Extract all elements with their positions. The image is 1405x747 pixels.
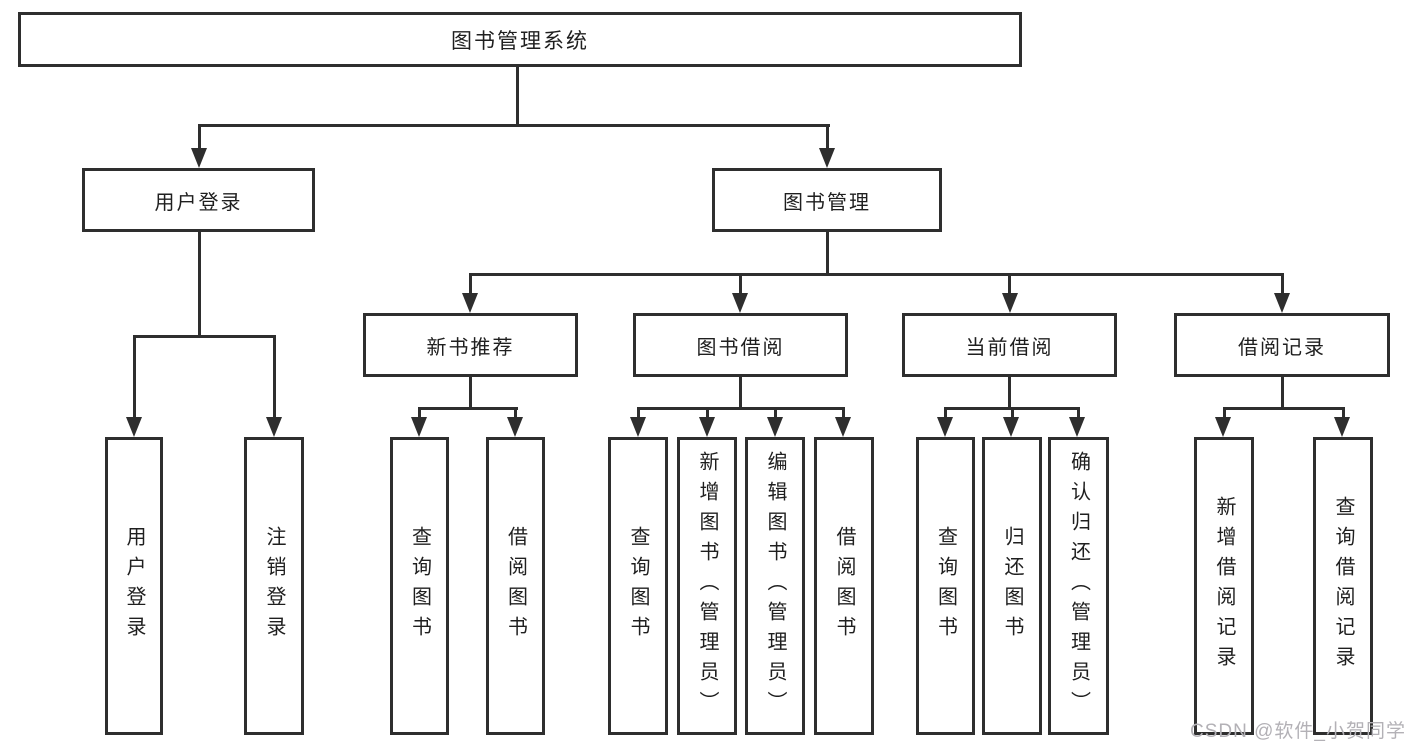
arrow-down-icon <box>1334 417 1350 437</box>
connector-drop-current-borrow <box>1008 273 1011 295</box>
node-root: 图书管理系统 <box>18 12 1022 67</box>
node-leaf-query-borrow-record: 查询借阅记录 <box>1313 437 1373 735</box>
node-leaf-borrow-books-recommend: 借阅图书 <box>486 437 545 735</box>
node-leaf-user-login: 用户登录 <box>105 437 163 735</box>
arrow-down-icon <box>630 417 646 437</box>
connector-drop-c2 <box>706 407 709 421</box>
connector-drop-c3 <box>774 407 777 421</box>
node-leaf-logout-label: 注销登录 <box>263 526 285 646</box>
arrow-down-icon <box>819 148 835 168</box>
connector-drop-d3 <box>1077 407 1080 421</box>
connector-drop-e2 <box>1342 407 1345 421</box>
connector-drop-d1 <box>944 407 947 421</box>
arrow-down-icon <box>699 417 715 437</box>
node-leaf-borrow-books-label: 借阅图书 <box>833 526 855 646</box>
node-leaf-query-books-current-label: 查询图书 <box>934 526 957 646</box>
node-current-borrow: 当前借阅 <box>902 313 1117 377</box>
connector-drop-b1 <box>418 407 421 421</box>
connector-drop-b2 <box>514 407 517 421</box>
node-leaf-add-borrow-record: 新增借阅记录 <box>1194 437 1254 735</box>
node-leaf-add-borrow-record-label: 新增借阅记录 <box>1213 496 1235 676</box>
arrow-down-icon <box>126 417 142 437</box>
arrow-down-icon <box>1003 417 1019 437</box>
connector-drop-book-borrow <box>739 273 742 295</box>
node-borrow-records: 借阅记录 <box>1174 313 1390 377</box>
connector-book-management-stem <box>826 230 829 276</box>
connector-group-d-stem <box>1008 375 1011 410</box>
connector-drop-c4 <box>842 407 845 421</box>
arrow-down-icon <box>835 417 851 437</box>
connector-group-c-hline <box>637 407 845 410</box>
node-leaf-edit-book-admin: 编辑图书（管理员） <box>745 437 805 735</box>
connector-drop-new-book-recommend <box>469 273 472 295</box>
node-new-book-recommend-label: 新书推荐 <box>426 336 515 359</box>
node-leaf-query-books-recommend-label: 查询图书 <box>408 526 431 646</box>
node-book-borrow: 图书借阅 <box>633 313 848 377</box>
arrow-down-icon <box>732 293 748 313</box>
node-leaf-confirm-return-admin: 确认归还（管理员） <box>1048 437 1109 735</box>
arrow-down-icon <box>1274 293 1290 313</box>
connector-drop-leaf-user-login <box>133 335 136 421</box>
node-leaf-user-login-label: 用户登录 <box>123 526 145 646</box>
connector-drop-leaf-logout <box>273 335 276 421</box>
connector-group-c-stem <box>739 375 742 410</box>
connector-root-stem <box>516 66 519 126</box>
connector-user-login-stem <box>198 230 201 338</box>
arrow-down-icon <box>937 417 953 437</box>
arrow-down-icon <box>507 417 523 437</box>
connector-drop-c1 <box>637 407 640 421</box>
node-leaf-query-borrow-record-label: 查询借阅记录 <box>1332 496 1354 676</box>
arrow-down-icon <box>191 148 207 168</box>
node-leaf-query-books-borrow: 查询图书 <box>608 437 668 735</box>
node-leaf-confirm-return-admin-label: 确认归还（管理员） <box>1067 451 1090 721</box>
arrow-down-icon <box>767 417 783 437</box>
connector-group-b-hline <box>418 407 518 410</box>
connector-group-a-hline <box>133 335 276 338</box>
node-leaf-edit-book-admin-label: 编辑图书（管理员） <box>764 451 786 721</box>
connector-level2-hline <box>198 124 830 127</box>
node-leaf-add-book-admin-label: 新增图书（管理员） <box>696 451 718 721</box>
node-root-label: 图书管理系统 <box>451 29 589 53</box>
node-leaf-logout: 注销登录 <box>244 437 304 735</box>
connector-group-e-stem <box>1281 375 1284 410</box>
connector-drop-d2 <box>1011 407 1014 421</box>
connector-level3-hline <box>469 273 1284 276</box>
arrow-down-icon <box>1069 417 1085 437</box>
connector-drop-book-management <box>826 124 829 152</box>
connector-drop-e1 <box>1223 407 1226 421</box>
arrow-down-icon <box>266 417 282 437</box>
node-borrow-records-label: 借阅记录 <box>1238 336 1326 359</box>
node-leaf-return-books-label: 归还图书 <box>1001 526 1023 646</box>
arrow-down-icon <box>411 417 427 437</box>
csdn-watermark: CSDN @软件_小贺同学 <box>1190 721 1405 742</box>
arrow-down-icon <box>462 293 478 313</box>
node-new-book-recommend: 新书推荐 <box>363 313 578 377</box>
connector-drop-borrow-records <box>1281 273 1284 295</box>
node-leaf-add-book-admin: 新增图书（管理员） <box>677 437 737 735</box>
node-book-management-label: 图书管理 <box>783 191 871 214</box>
node-current-borrow-label: 当前借阅 <box>965 336 1054 359</box>
arrow-down-icon <box>1002 293 1018 313</box>
node-leaf-query-books-current: 查询图书 <box>916 437 975 735</box>
node-leaf-borrow-books: 借阅图书 <box>814 437 874 735</box>
node-book-borrow-label: 图书借阅 <box>696 336 785 359</box>
arrow-down-icon <box>1215 417 1231 437</box>
node-book-management: 图书管理 <box>712 168 942 232</box>
connector-group-e-hline <box>1223 407 1345 410</box>
connector-group-b-stem <box>469 375 472 410</box>
node-leaf-query-books-borrow-label: 查询图书 <box>627 526 649 646</box>
connector-drop-user-login <box>198 124 201 152</box>
node-user-login: 用户登录 <box>82 168 315 232</box>
node-leaf-return-books: 归还图书 <box>982 437 1042 735</box>
node-leaf-query-books-recommend: 查询图书 <box>390 437 449 735</box>
node-user-login-label: 用户登录 <box>154 191 243 214</box>
node-leaf-borrow-books-recommend-label: 借阅图书 <box>504 526 527 646</box>
